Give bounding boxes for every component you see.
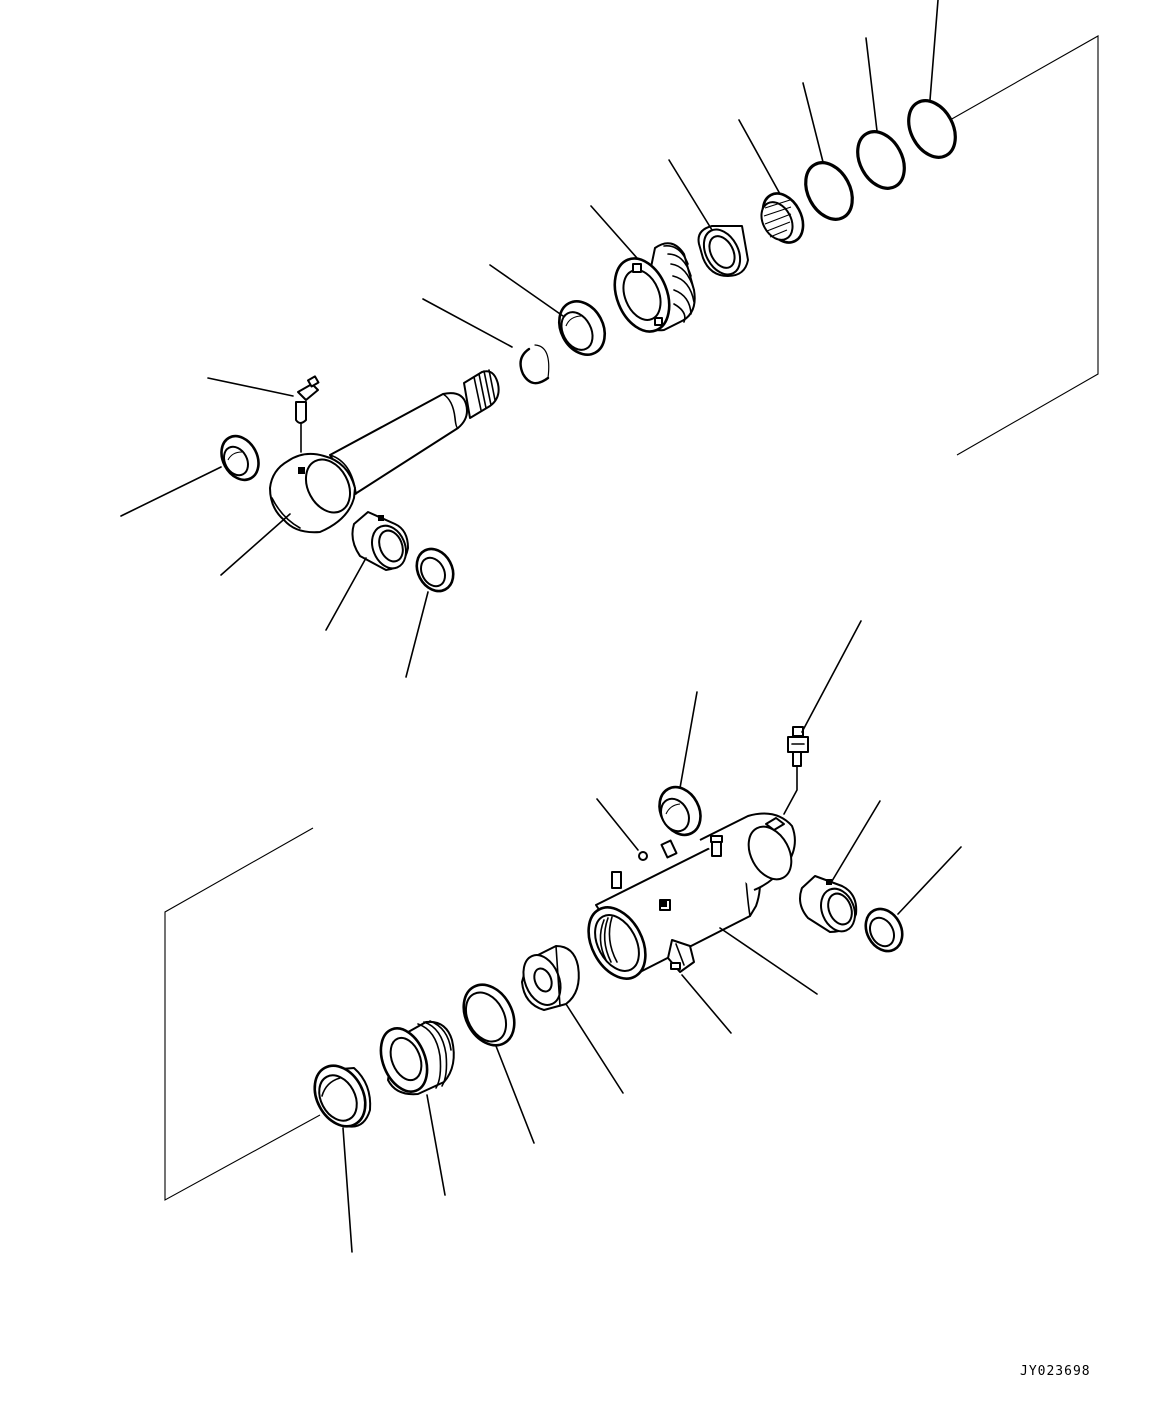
o-ring-large-outer bbox=[899, 0, 964, 165]
dust-seal-upper-right bbox=[406, 543, 460, 677]
grease-fitting-upper bbox=[208, 376, 318, 452]
piston-rod bbox=[330, 370, 499, 494]
piston bbox=[591, 206, 695, 340]
rod-seal-ring bbox=[490, 265, 614, 363]
snap-ring bbox=[423, 299, 549, 383]
tube-small-fitting bbox=[682, 975, 731, 1033]
drawing-code: JY023698 bbox=[1020, 1364, 1091, 1379]
pin-bushing-lower bbox=[800, 801, 880, 936]
rod-eye bbox=[221, 452, 359, 575]
piston-nut bbox=[516, 946, 623, 1093]
cushion-ring bbox=[454, 976, 534, 1143]
steel-ball bbox=[597, 799, 647, 860]
wear-ring bbox=[739, 120, 811, 249]
upper-assembly-bracket bbox=[950, 36, 1098, 455]
dust-seal-upper-left bbox=[121, 430, 266, 516]
cylinder-tube bbox=[577, 814, 817, 994]
o-ring-large-inner bbox=[796, 83, 861, 227]
backup-ring-large bbox=[848, 38, 913, 196]
grease-fitting-lower bbox=[784, 621, 861, 814]
dust-seal-lower-left bbox=[305, 1057, 376, 1252]
pin-bushing-upper bbox=[326, 512, 412, 630]
cylinder-head bbox=[372, 1021, 454, 1195]
dust-seal-lower-right bbox=[859, 847, 961, 957]
piston-bushing bbox=[669, 160, 748, 281]
lower-assembly-bracket bbox=[165, 828, 320, 1200]
dust-seal-lower-top bbox=[651, 692, 708, 842]
